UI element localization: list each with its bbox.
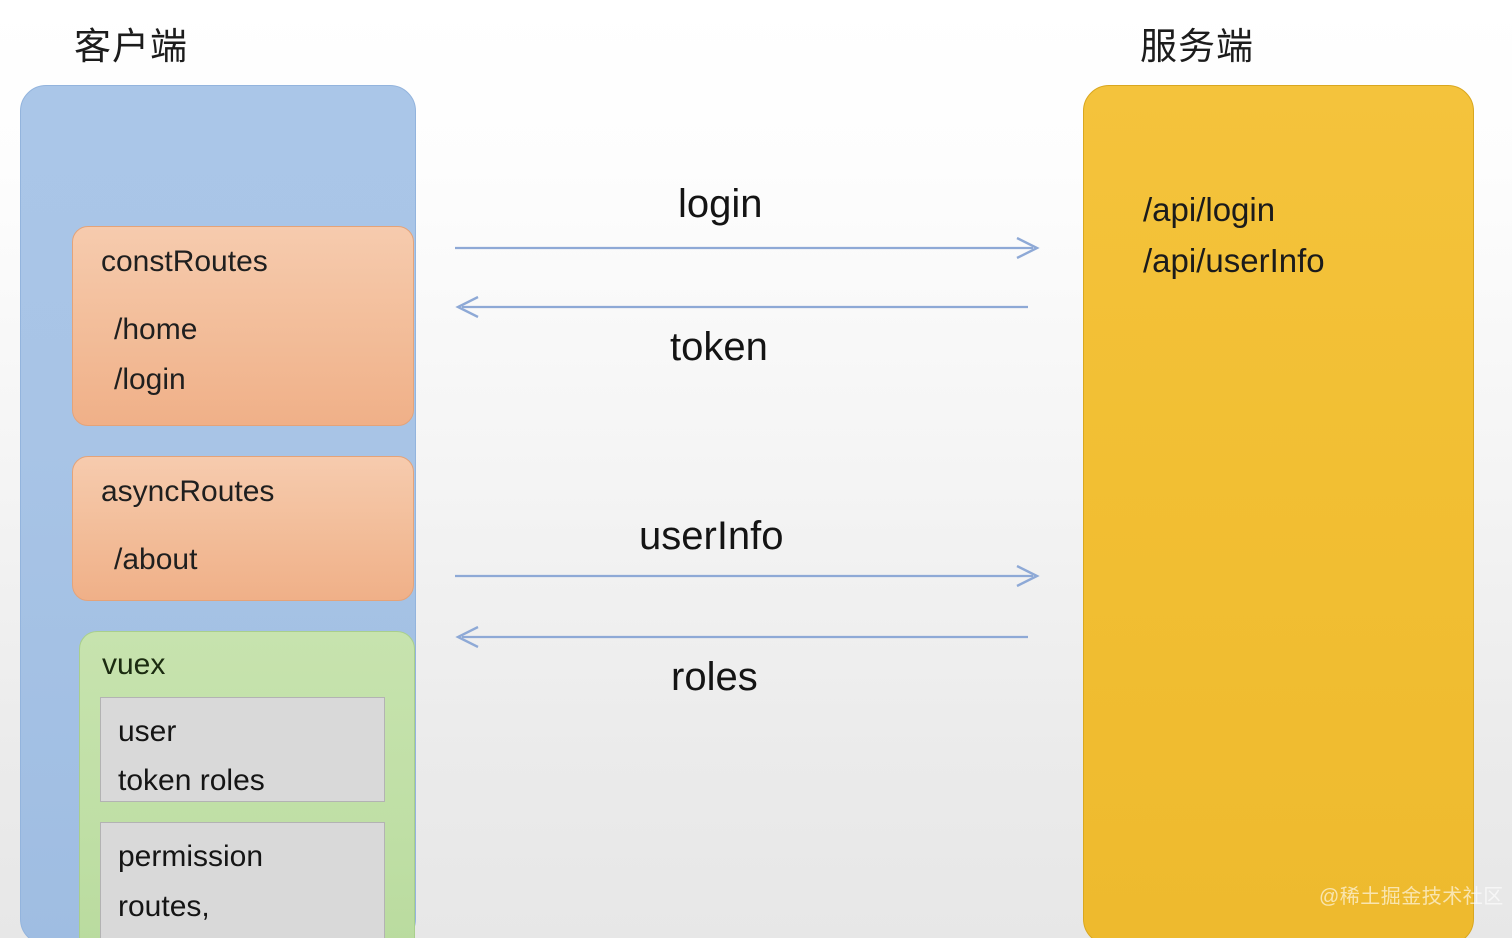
watermark: @稀土掘金技术社区 bbox=[1319, 886, 1504, 908]
server-endpoint-userinfo: /api/userInfo bbox=[1143, 242, 1325, 279]
async-routes-box: asyncRoutes /about bbox=[72, 456, 414, 601]
flow-label-login: login bbox=[678, 182, 763, 226]
vuex-title: vuex bbox=[102, 648, 166, 681]
const-routes-box: constRoutes /home /login bbox=[72, 226, 414, 426]
flow-arrow-token-left bbox=[455, 296, 1040, 318]
vuex-module-user-name: user bbox=[118, 715, 177, 748]
client-panel: constRoutes /home /login asyncRoutes /ab… bbox=[20, 85, 416, 938]
flow-arrow-userinfo-right bbox=[455, 565, 1040, 587]
server-endpoint-login: /api/login bbox=[1143, 191, 1276, 228]
flow-label-userinfo: userInfo bbox=[639, 514, 784, 558]
vuex-module-permission-name: permission bbox=[118, 840, 264, 873]
const-routes-path-login: /login bbox=[114, 363, 186, 396]
async-routes-path-about: /about bbox=[114, 543, 198, 576]
vuex-module-user: user token roles bbox=[100, 697, 385, 802]
client-column-title: 客户端 bbox=[74, 26, 188, 67]
flow-arrow-login-right bbox=[455, 237, 1040, 259]
vuex-module-user-fields: token roles bbox=[118, 764, 265, 797]
flow-label-roles: roles bbox=[671, 655, 758, 699]
server-column-title: 服务端 bbox=[1140, 26, 1254, 67]
flow-arrow-roles-left bbox=[455, 626, 1040, 648]
async-routes-title: asyncRoutes bbox=[101, 475, 275, 508]
vuex-module-permission-routes: routes, bbox=[118, 890, 210, 923]
server-panel: /api/login /api/userInfo bbox=[1083, 85, 1474, 938]
const-routes-path-home: /home bbox=[114, 313, 198, 346]
vuex-module-permission: permission routes, addRoutes bbox=[100, 822, 385, 938]
vuex-box: vuex user token roles permission routes,… bbox=[79, 631, 415, 938]
flow-label-token: token bbox=[670, 325, 768, 369]
const-routes-title: constRoutes bbox=[101, 245, 268, 278]
